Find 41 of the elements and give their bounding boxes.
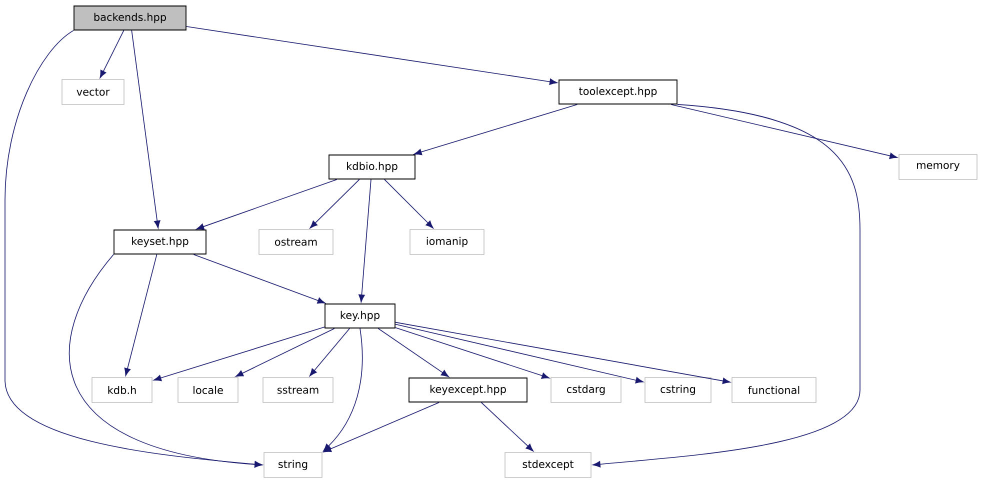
arrow xyxy=(395,324,644,384)
file-box: stdexcept xyxy=(504,452,592,478)
arrow xyxy=(323,328,363,452)
file-box: string xyxy=(264,452,322,478)
file-box: toolexcept.hpp xyxy=(558,80,678,104)
arrow xyxy=(309,328,350,376)
arrow xyxy=(69,254,262,468)
arrow xyxy=(124,254,158,376)
arrow xyxy=(236,328,335,377)
arrow xyxy=(186,26,558,85)
file-box: backends.hpp xyxy=(74,6,186,30)
file-box: locale xyxy=(178,377,238,403)
arrow xyxy=(480,402,534,452)
arrow xyxy=(131,30,160,228)
arrow xyxy=(670,104,898,159)
file-box: ostream xyxy=(258,229,334,255)
arrow xyxy=(395,327,550,379)
file-box: cstring xyxy=(644,377,712,403)
file-box: memory xyxy=(898,154,978,180)
arrow xyxy=(196,179,338,230)
file-box: keyexcept.hpp xyxy=(408,378,528,402)
arrow xyxy=(310,179,360,228)
file-box: cstdarg xyxy=(550,377,622,403)
arrow xyxy=(384,179,434,228)
arrow xyxy=(378,328,449,378)
arrow xyxy=(100,30,124,78)
file-box: iomanip xyxy=(410,229,484,255)
arrow xyxy=(414,104,578,156)
arrow xyxy=(154,326,325,382)
arrow xyxy=(323,402,440,452)
arrow xyxy=(193,254,326,304)
file-box: kdbio.hpp xyxy=(328,154,416,180)
file-box: kdb.h xyxy=(92,377,152,403)
arrow xyxy=(395,322,730,384)
file-box: sstream xyxy=(262,377,334,403)
file-box: functional xyxy=(732,377,816,403)
file-box: key.hpp xyxy=(324,304,396,328)
file-box: keyset.hpp xyxy=(114,230,206,254)
arrow xyxy=(592,104,860,468)
arrow xyxy=(358,179,372,302)
file-box: vector xyxy=(62,79,124,105)
